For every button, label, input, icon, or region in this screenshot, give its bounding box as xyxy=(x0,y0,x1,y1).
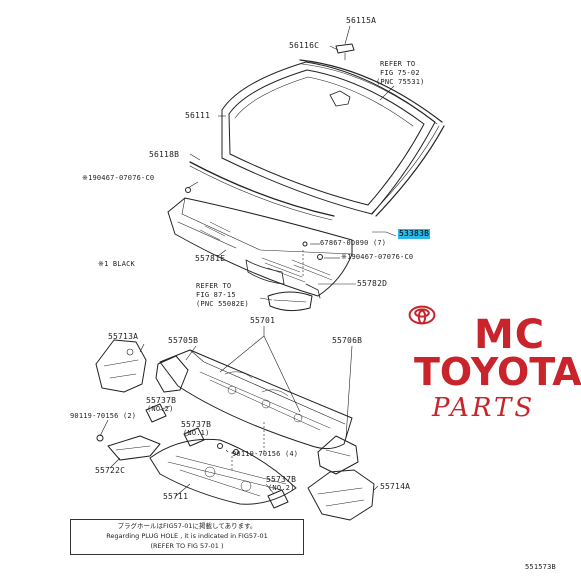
label-55714a: 55714A xyxy=(380,482,411,491)
label-53383b[interactable]: 53383B xyxy=(398,229,431,239)
clip-56115a xyxy=(335,43,355,54)
label-67867: 67867-0D090 (7) xyxy=(320,239,387,247)
bracket-55705b xyxy=(155,355,189,393)
label-55781e: 55781E xyxy=(195,254,226,263)
label-55701: 55701 xyxy=(250,316,276,325)
windshield-glass xyxy=(221,61,436,215)
side-panel-55713a xyxy=(95,339,147,393)
label-55722c: 55722C xyxy=(95,466,126,475)
label-56118b: 56118B xyxy=(149,150,180,159)
toyota-emblem-icon xyxy=(408,305,436,325)
label-55737b-c-sub: (NO.2) xyxy=(268,484,295,492)
bolt-a xyxy=(96,434,104,442)
label-ref-75-line2: FIG 75-02 xyxy=(380,69,420,77)
label-ref-75-line1: REFER TO xyxy=(380,60,416,68)
plug-hole-note: プラグホールはFIG57-01に掲載してあります。 Regarding PLUG… xyxy=(70,519,304,555)
cowl-louver xyxy=(167,197,353,297)
note-line-2: Regarding PLUG HOLE , it is indicated in… xyxy=(106,532,268,540)
note-line-1: プラグホールはFIG57-01に掲載してあります。 xyxy=(117,522,257,530)
label-55737b-c: 55737B xyxy=(266,475,297,484)
cowl-side-seal xyxy=(267,291,313,312)
dash-panel-55701 xyxy=(159,349,353,450)
label-90119-a: 90119-70156 (2) xyxy=(70,412,137,420)
watermark-parts: PARTS xyxy=(432,393,536,423)
molding-56118b xyxy=(189,161,335,217)
side-molding xyxy=(375,125,445,217)
label-56111: 56111 xyxy=(185,111,211,120)
side-panel-55714a xyxy=(307,469,375,521)
label-ref-87-line2: FIG 87-15 xyxy=(196,291,236,299)
lower-panel-55711 xyxy=(149,438,297,505)
molding-56116c xyxy=(299,59,443,123)
fastener-b xyxy=(302,241,308,247)
label-55713a: 55713A xyxy=(108,332,139,341)
label-ref-75-line3: (PNC 75531) xyxy=(376,78,425,86)
label-90467-b: ※190467-07076-C0 xyxy=(341,253,414,261)
bolt-b xyxy=(217,443,223,449)
bracket-55737b-bottom xyxy=(267,489,289,509)
label-55782d: 55782D xyxy=(357,279,388,288)
bracket-55722c xyxy=(107,435,161,461)
figure-number: 551573B xyxy=(525,563,556,571)
mirror-mount xyxy=(329,90,351,107)
label-55706b: 55706B xyxy=(332,336,363,345)
label-90467-a: ※190467-07076-C0 xyxy=(82,174,155,182)
label-ref-87-line3: (PNC 55082E) xyxy=(196,300,249,308)
label-black-note: ※1 BLACK xyxy=(98,260,135,268)
label-55737b-a: 55737B xyxy=(146,396,177,405)
label-55737b-b-sub: (NO.1) xyxy=(183,429,210,437)
bracket-55737b-left xyxy=(145,403,167,423)
fastener-a xyxy=(185,187,191,193)
watermark-toyota: TOYOTA xyxy=(414,350,581,394)
label-55711: 55711 xyxy=(163,492,189,501)
bracket-55737b-mid xyxy=(183,427,205,447)
watermark-mc: MC xyxy=(474,312,546,358)
label-55737b-b: 55737B xyxy=(181,420,212,429)
label-90119-b: 90119-70156 (4) xyxy=(232,450,299,458)
label-ref-87-line1: REFER TO xyxy=(196,282,232,290)
bracket-55706b xyxy=(317,435,359,475)
label-55705b: 55705B xyxy=(168,336,199,345)
note-line-3: (REFER TO FIG 57-01 ) xyxy=(150,542,224,550)
bolt-c xyxy=(233,449,239,455)
fastener-c xyxy=(317,254,323,260)
label-56115a: 56115A xyxy=(346,16,377,25)
label-55737b-a-sub: (NO.2) xyxy=(147,405,174,413)
windshield-inner xyxy=(228,69,425,206)
label-56116c: 56116C xyxy=(289,41,320,50)
